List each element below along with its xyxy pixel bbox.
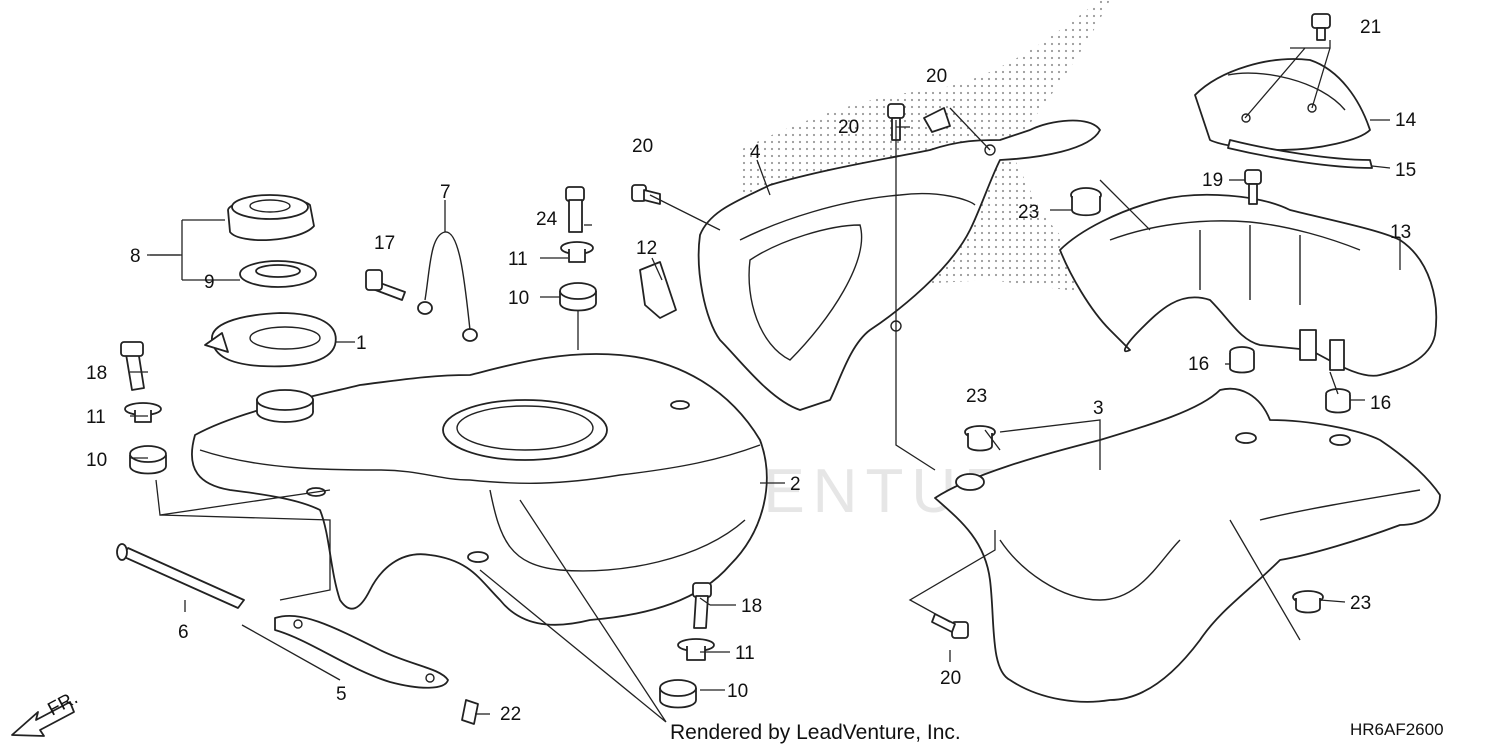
- callout-17: 17: [374, 233, 395, 254]
- callout-21: 21: [1360, 17, 1381, 38]
- collar-11-center: [560, 241, 594, 263]
- callout-11-bottom: 11: [735, 643, 755, 664]
- screw-17: [365, 269, 406, 301]
- callout-10-bottom: 10: [727, 681, 748, 702]
- collar-11-bottom: [677, 638, 715, 661]
- cap-seal: [239, 260, 317, 288]
- callout-20-top-left: 20: [838, 117, 859, 138]
- screw-20-bottom: [931, 613, 969, 639]
- callout-11-left: 11: [86, 407, 106, 428]
- callout-9: 9: [204, 272, 215, 293]
- render-credit: Rendered by LeadVenture, Inc.: [670, 721, 961, 744]
- screw-21: [1311, 13, 1331, 41]
- battery-box: [1059, 193, 1438, 377]
- callout-3: 3: [1093, 398, 1104, 419]
- bolt-24: [565, 186, 585, 233]
- callout-15: 15: [1395, 160, 1416, 181]
- box-lid: [1194, 58, 1371, 151]
- callout-23-right: 23: [1350, 593, 1371, 614]
- grommet-10-left: [129, 445, 167, 475]
- callout-24: 24: [536, 209, 558, 230]
- clip: [461, 699, 479, 725]
- breather-tube-7: [417, 231, 478, 342]
- callout-5: 5: [336, 684, 347, 705]
- tank-ring-bracket: [204, 312, 337, 368]
- callout-10-center: 10: [508, 288, 529, 309]
- callout-23-upper: 23: [1018, 202, 1039, 223]
- callout-13: 13: [1390, 222, 1411, 243]
- screw-20-top-b: [923, 107, 951, 133]
- leader-lines: [130, 40, 1401, 723]
- grommet-23-center: [964, 425, 996, 452]
- callout-23-center: 23: [966, 386, 987, 407]
- fuel-tank: [191, 353, 768, 626]
- callout-12: 12: [636, 238, 657, 259]
- bolt-18-bottom: [692, 582, 712, 629]
- callout-18-left: 18: [86, 363, 107, 384]
- callout-6: 6: [178, 622, 189, 643]
- tank-strap: [274, 614, 449, 689]
- callout-10-left: 10: [86, 450, 107, 471]
- grommet-10-center: [559, 282, 597, 312]
- callout-20-top-right: 20: [926, 66, 947, 87]
- front-arrow: FR.: [11, 688, 81, 737]
- callout-numbers: 1 2 3 4 5 6 7 8 9 10 10 10 11 11 11 12 1…: [86, 17, 1417, 725]
- callout-14: 14: [1395, 110, 1417, 131]
- callout-16-left: 16: [1188, 354, 1209, 375]
- collar-11-left: [124, 402, 162, 423]
- grommet-23-right: [1292, 590, 1324, 614]
- bracket-12: [639, 261, 677, 319]
- callout-22: 22: [500, 704, 521, 725]
- grommet-23-upper: [1070, 187, 1102, 217]
- callout-7: 7: [440, 182, 451, 203]
- callout-20-left: 20: [632, 136, 653, 157]
- grommet-10-bottom: [659, 679, 697, 709]
- long-bolt: [116, 543, 245, 609]
- lid-gasket: [1227, 139, 1373, 169]
- callout-20-bottom: 20: [940, 668, 961, 689]
- callout-8: 8: [130, 246, 141, 267]
- reference-code: HR6AF2600: [1350, 720, 1444, 739]
- callout-18-bottom: 18: [741, 596, 762, 617]
- callout-11-center: 11: [508, 249, 528, 270]
- screw-20-left: [631, 184, 661, 205]
- bolt-18-left: [120, 341, 145, 391]
- grommet-16-right: [1325, 388, 1351, 414]
- callout-4: 4: [750, 142, 761, 163]
- bolt-19: [1244, 169, 1262, 205]
- callout-2: 2: [790, 474, 801, 495]
- callout-1: 1: [356, 333, 367, 354]
- upper-cover: [697, 119, 1101, 411]
- grommet-16-left: [1229, 346, 1255, 374]
- lower-cover: [934, 387, 1441, 703]
- fuel-cap: [227, 194, 315, 242]
- callout-16-right: 16: [1370, 393, 1391, 414]
- callout-19: 19: [1202, 170, 1223, 191]
